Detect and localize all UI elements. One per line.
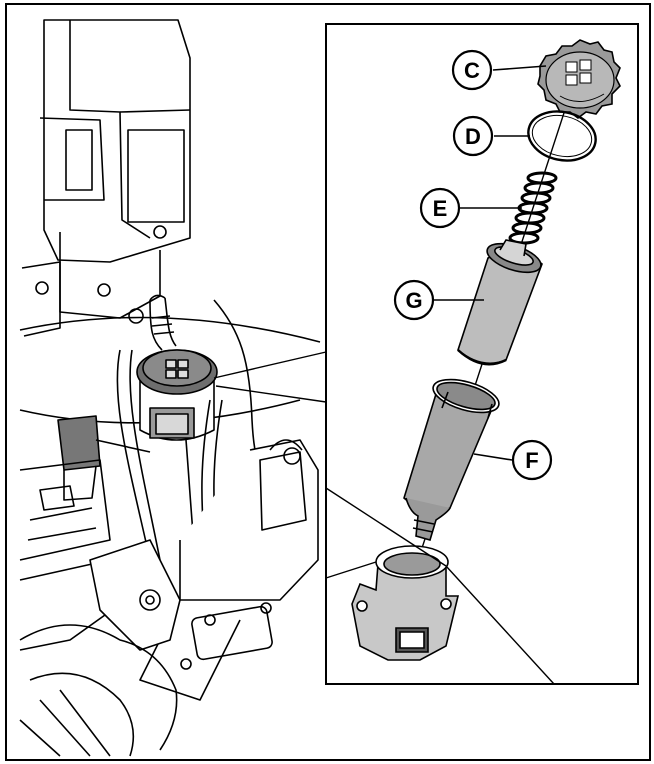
callout-label-G: G (405, 288, 422, 313)
callout-D: D (452, 115, 494, 157)
callout-label-C: C (464, 58, 480, 83)
callout-label-E: E (433, 196, 448, 221)
filter-cap-icon (537, 39, 621, 119)
callout-leaders (434, 65, 547, 461)
machine-overview (19, 19, 321, 757)
filter-housing-icon (351, 545, 460, 661)
callout-E: E (419, 187, 461, 229)
filter-bowl-icon (403, 378, 500, 541)
o-ring-icon (527, 110, 597, 162)
callout-label-D: D (465, 124, 481, 149)
detail-leader-lines (213, 351, 327, 403)
callout-C: C (451, 49, 493, 91)
callout-G: G (393, 279, 435, 321)
filter-element-icon (457, 239, 543, 366)
housing-context-lines (325, 487, 555, 685)
callout-F: F (511, 439, 553, 481)
callout-label-F: F (525, 448, 538, 473)
